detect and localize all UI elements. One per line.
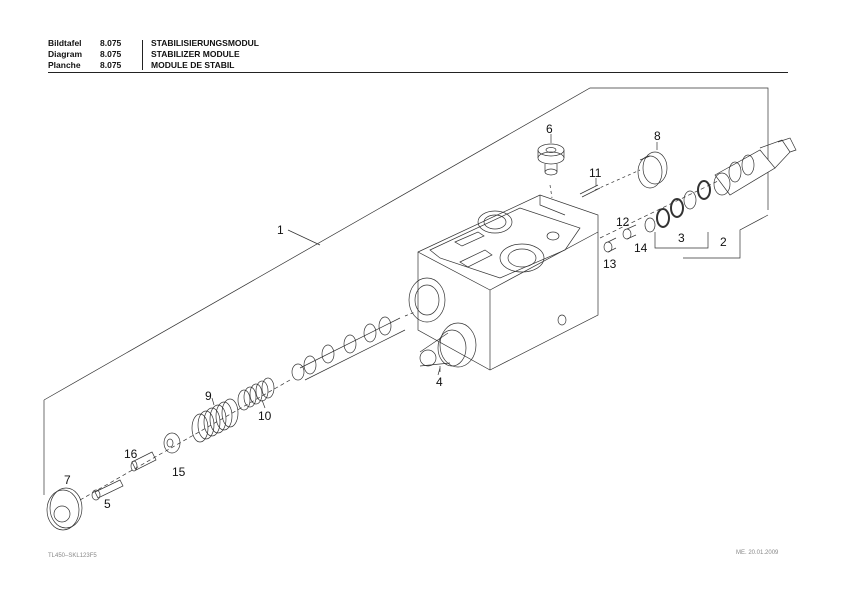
part-8-plug bbox=[637, 151, 668, 189]
part-16-sleeve bbox=[130, 451, 157, 472]
leader-line bbox=[261, 399, 266, 409]
header-number: 8.075 bbox=[100, 60, 122, 70]
part-15-washer bbox=[163, 432, 181, 454]
callout-labels: 1 2 3 4 5 6 7 8 9 10 11 12 13 14 15 16 bbox=[64, 122, 727, 511]
footer-drawing-id: TL450–SKL123F5 bbox=[48, 553, 97, 559]
header-label: Diagram bbox=[48, 49, 83, 59]
footer-date: ME. 20.01.2009 bbox=[736, 550, 779, 556]
callout-3: 3 bbox=[678, 231, 685, 245]
leader-line bbox=[287, 229, 321, 246]
part-6-plug bbox=[537, 143, 565, 176]
axis-line bbox=[79, 379, 291, 501]
header-label: Planche bbox=[48, 60, 81, 70]
callout-7: 7 bbox=[64, 473, 71, 487]
leader-line bbox=[211, 397, 215, 406]
page-header: Bildtafel 8.075 STABILISIERUNGSMODUL Dia… bbox=[48, 38, 788, 74]
valve-block bbox=[408, 194, 599, 371]
spring-10 bbox=[237, 377, 275, 411]
spring-9 bbox=[191, 398, 239, 443]
header-rule bbox=[48, 72, 788, 73]
callout-15: 15 bbox=[172, 465, 186, 479]
header-title: STABILISIERUNGSMODUL bbox=[151, 38, 259, 48]
callout-2: 2 bbox=[720, 235, 727, 249]
part-12-fitting bbox=[622, 224, 637, 240]
part-2-cartridge bbox=[713, 137, 797, 196]
callout-9: 9 bbox=[205, 389, 212, 403]
header-number: 8.075 bbox=[100, 38, 122, 48]
part-3-rings bbox=[656, 180, 711, 228]
callout-12: 12 bbox=[616, 215, 630, 229]
bracket-line bbox=[683, 214, 769, 259]
axis-line bbox=[594, 169, 641, 191]
part-4-cap bbox=[419, 322, 477, 376]
part-7-plug bbox=[46, 487, 83, 531]
callout-6: 6 bbox=[546, 122, 553, 136]
header-separator bbox=[142, 40, 143, 70]
callout-16: 16 bbox=[124, 447, 138, 461]
part-5-bolt bbox=[91, 479, 124, 501]
bracket-line bbox=[43, 87, 769, 401]
callout-8: 8 bbox=[654, 129, 661, 143]
callout-13: 13 bbox=[603, 257, 617, 271]
header-label: Bildtafel bbox=[48, 38, 82, 48]
callout-14: 14 bbox=[634, 241, 648, 255]
header-title: STABILIZER MODULE bbox=[151, 49, 240, 59]
header-number: 8.075 bbox=[100, 49, 122, 59]
header-title: MODULE DE STABIL bbox=[151, 60, 235, 70]
part-14-ring bbox=[644, 217, 656, 233]
callout-10: 10 bbox=[258, 409, 272, 423]
callout-5: 5 bbox=[104, 497, 111, 511]
bracket-line bbox=[654, 232, 709, 249]
part-13-fitting bbox=[603, 237, 617, 253]
part-11-pin bbox=[579, 184, 601, 198]
callout-4: 4 bbox=[436, 375, 443, 389]
axis-line bbox=[549, 184, 553, 199]
callout-11: 11 bbox=[589, 166, 602, 180]
callout-1: 1 bbox=[277, 223, 284, 237]
spool bbox=[291, 311, 416, 381]
